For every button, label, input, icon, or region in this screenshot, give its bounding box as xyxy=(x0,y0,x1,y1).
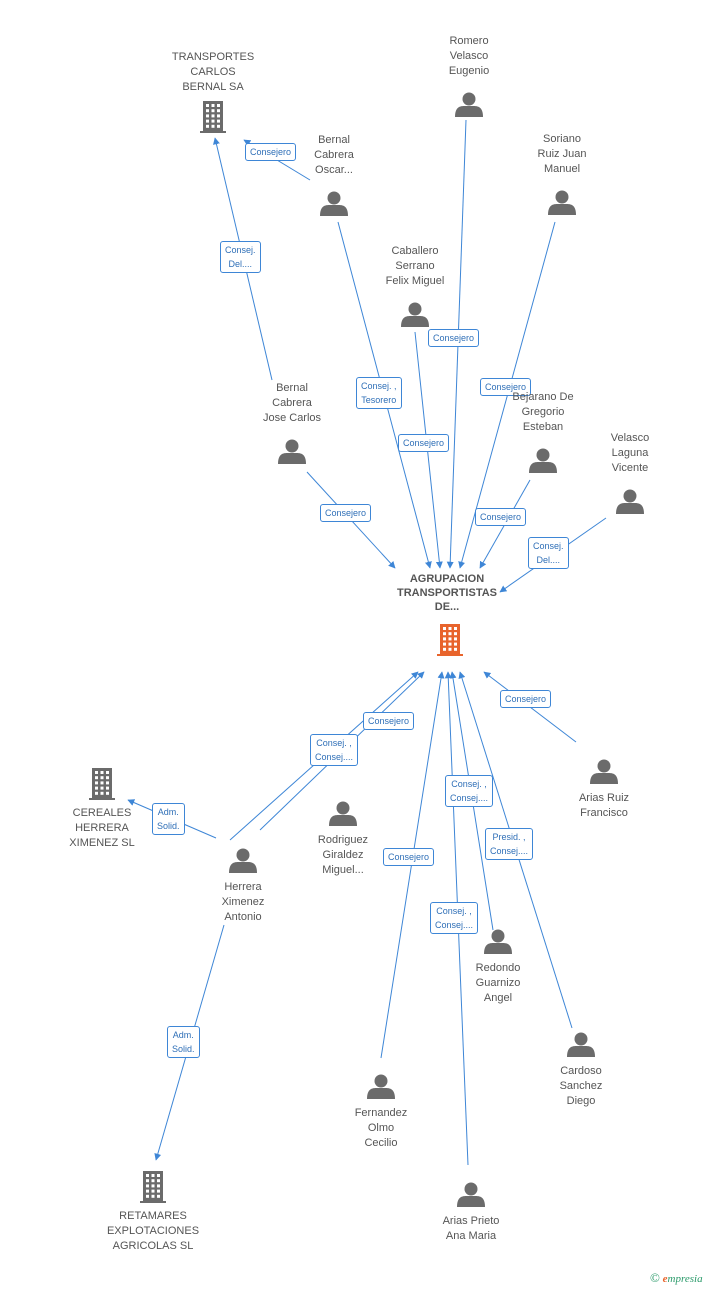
empresia-logo-e: e xyxy=(662,1273,668,1285)
node-label: Caballero Serrano Felix Miguel xyxy=(385,245,445,287)
relation-label[interactable]: Consej. , Consej.... xyxy=(310,734,359,766)
node-label: Velasco Laguna Vicente xyxy=(610,432,650,474)
person-icon[interactable] xyxy=(484,929,512,955)
person-icon[interactable] xyxy=(320,191,348,217)
relation-label[interactable]: Consejero xyxy=(428,329,480,347)
main-company-icon[interactable] xyxy=(437,624,463,656)
node-label: Herrera Ximenez Antonio xyxy=(221,881,265,923)
node-label: Fernandez Olmo Cecilio xyxy=(354,1107,408,1149)
relation-label[interactable]: Adm. Solid. xyxy=(167,1026,200,1058)
relation-label[interactable]: Consej. , Consej.... xyxy=(445,775,494,807)
relation-label[interactable]: Consejero xyxy=(245,143,297,161)
node-label: Soriano Ruiz Juan Manuel xyxy=(537,133,587,175)
relation-label[interactable]: Consejero xyxy=(500,690,552,708)
node-label: Arias Ruiz Francisco xyxy=(578,792,630,819)
node-label: CEREALES HERRERA XIMENEZ SL xyxy=(69,807,135,849)
person-icon[interactable] xyxy=(567,1032,595,1058)
relation-label[interactable]: Consejero xyxy=(398,434,450,452)
person-icon[interactable] xyxy=(616,489,644,515)
node-label: Arias Prieto Ana Maria xyxy=(442,1215,500,1242)
relation-label[interactable]: Consej. , Consej.... xyxy=(430,902,479,934)
person-icon[interactable] xyxy=(367,1074,395,1100)
relation-label[interactable]: Consejero xyxy=(480,378,532,396)
node-label: Rodriguez Giraldez Miguel... xyxy=(317,834,369,876)
person-icon[interactable] xyxy=(329,801,357,827)
node-label: Bernal Cabrera Jose Carlos xyxy=(262,382,322,424)
person-icon[interactable] xyxy=(590,759,618,785)
icons-layer xyxy=(89,92,644,1208)
node-label: Cardoso Sanchez Diego xyxy=(559,1065,603,1107)
relation-label[interactable]: Consejero xyxy=(383,848,435,866)
node-label: Romero Velasco Eugenio xyxy=(448,35,490,77)
node-label: Redondo Guarnizo Angel xyxy=(475,962,521,1004)
node-label: Bernal Cabrera Oscar... xyxy=(314,134,354,176)
relation-label[interactable]: Consej. Del.... xyxy=(528,537,569,569)
relation-label[interactable]: Consejero xyxy=(475,508,527,526)
person-icon[interactable] xyxy=(455,92,483,118)
node-label: RETAMARES EXPLOTACIONES AGRICOLAS SL xyxy=(106,1210,200,1252)
person-icon[interactable] xyxy=(457,1182,485,1208)
relation-label[interactable]: Consejero xyxy=(320,504,372,522)
relation-label[interactable]: Consej. Del.... xyxy=(220,241,261,273)
company-icon[interactable] xyxy=(140,1171,166,1203)
relation-label[interactable]: Consej. , Tesorero xyxy=(356,377,402,409)
node-label: AGRUPACION TRANSPORTISTAS DE... xyxy=(396,573,498,613)
relation-label[interactable]: Adm. Solid. xyxy=(152,803,185,835)
company-icon[interactable] xyxy=(200,101,226,133)
person-icon[interactable] xyxy=(278,439,306,465)
node-label: TRANSPORTES CARLOS BERNAL SA xyxy=(171,51,255,93)
person-icon[interactable] xyxy=(529,448,557,474)
empresia-logo-text: mpresia xyxy=(667,1273,703,1285)
relation-label[interactable]: Presid. , Consej.... xyxy=(485,828,534,860)
person-icon[interactable] xyxy=(401,302,429,328)
copyright-icon: © xyxy=(650,1270,660,1285)
person-icon[interactable] xyxy=(229,848,257,874)
company-icon[interactable] xyxy=(89,768,115,800)
empresia-watermark: © empresia xyxy=(650,1270,703,1286)
person-icon[interactable] xyxy=(548,190,576,216)
node-label: Bejarano De Gregorio Esteban xyxy=(512,391,574,433)
relation-label[interactable]: Consejero xyxy=(363,712,415,730)
